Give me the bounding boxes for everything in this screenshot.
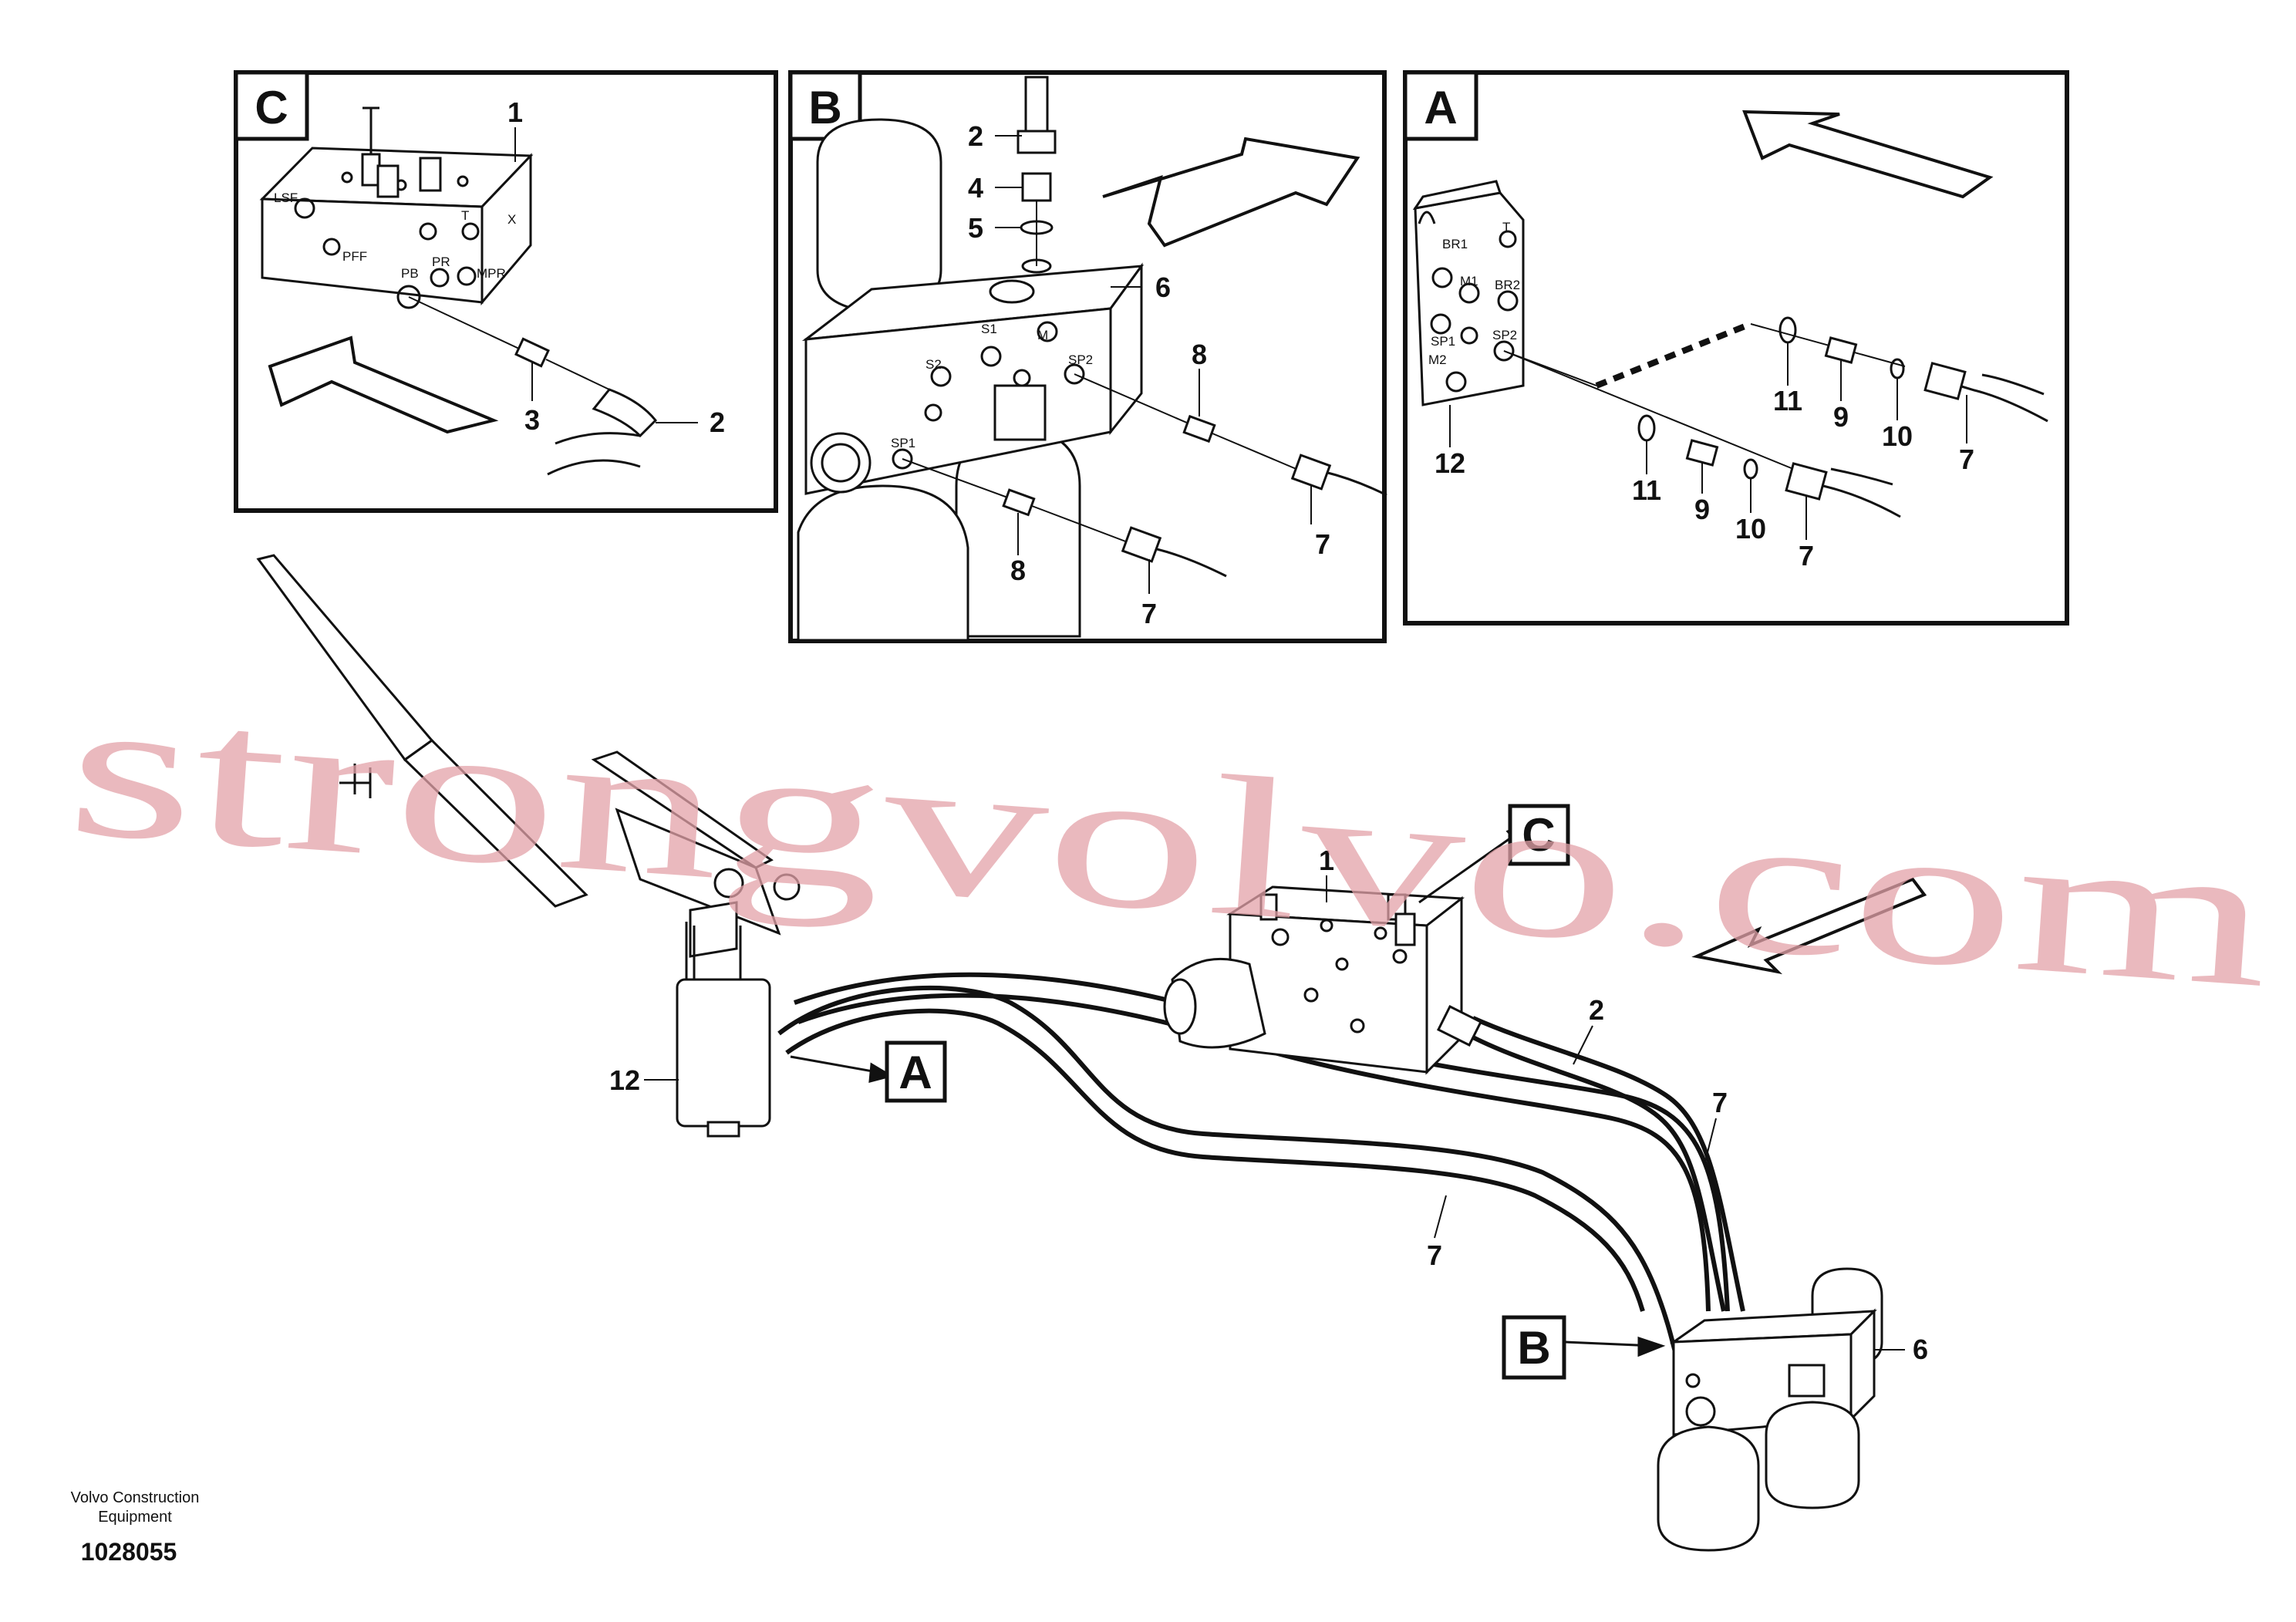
ref-box-c: C	[1508, 804, 1570, 866]
port-label-mpr: MPR	[477, 266, 506, 281]
callout-a-11-upper: 11	[1773, 385, 1802, 416]
ref-box-a: A	[885, 1040, 947, 1103]
panel-b-port-labels: S1 S2 M SP2 SP1	[891, 322, 1093, 450]
ref-box-b: B	[1502, 1315, 1566, 1380]
callout-b-4: 4	[968, 172, 983, 204]
callout-c-1: 1	[507, 96, 523, 128]
port-label-s2: S2	[925, 357, 942, 372]
callout-a-9-upper: 9	[1833, 401, 1849, 433]
accumulator-lower-left	[797, 484, 969, 642]
callout-a-12: 12	[1435, 447, 1465, 479]
port-label-sp2-a: SP2	[1492, 328, 1517, 342]
callout-b-8-lower: 8	[1010, 555, 1026, 586]
callout-b-2: 2	[968, 120, 983, 152]
hose-dashed-a	[1595, 321, 1752, 389]
accumulator-lower-left-main	[1657, 1425, 1760, 1552]
callout-c-3: 3	[524, 404, 540, 436]
callout-a-9-lower: 9	[1694, 494, 1710, 525]
port-label-sp2: SP2	[1068, 352, 1093, 367]
callout-b-8-upper: 8	[1192, 339, 1207, 370]
elbow-fitting-c	[592, 388, 658, 438]
port-label-x: X	[507, 212, 516, 227]
port-label-br1: BR1	[1442, 237, 1468, 251]
port-label-br2: BR2	[1495, 278, 1520, 292]
callout-b-7-lower: 7	[1141, 598, 1157, 629]
port-label-m: M	[1037, 328, 1048, 342]
callout-main-6: 6	[1913, 1334, 1928, 1365]
panel-b-frame	[788, 70, 1387, 643]
fitting-3-c	[514, 337, 550, 368]
port-label-t: T	[461, 208, 469, 223]
port-label-pr: PR	[432, 255, 450, 269]
accumulator-lower-right-main	[1765, 1401, 1860, 1509]
solenoid	[1171, 957, 1266, 1049]
panel-c-letter: C	[255, 82, 288, 133]
callout-b-5: 5	[968, 212, 983, 244]
main-assembly	[256, 554, 1927, 1552]
port-label-lsf: LSF	[274, 191, 298, 205]
callout-a-7-upper: 7	[1959, 443, 1974, 475]
port-label-pff: PFF	[342, 249, 367, 264]
port-label-m2: M2	[1428, 352, 1447, 367]
footer-drawing-number: 1028055	[81, 1538, 177, 1566]
ref-letter-b: B	[1517, 1322, 1550, 1374]
port-label-t-a: T	[1502, 220, 1510, 234]
callout-main-12: 12	[609, 1064, 640, 1096]
brake-valve-12	[676, 978, 771, 1128]
flow-arrow-b	[1102, 137, 1360, 248]
callout-a-11-lower: 11	[1632, 474, 1661, 506]
callout-a-10-lower: 10	[1735, 513, 1766, 545]
flow-arrow-main	[1691, 877, 1927, 975]
port-label-m1: M1	[1460, 274, 1478, 288]
ref-letter-c: C	[1522, 809, 1555, 861]
panel-a-port-labels: BR1 T M1 BR2 SP1 SP2 M2	[1428, 220, 1520, 367]
footer-company-line2: Equipment	[98, 1509, 172, 1526]
panel-a-letter: A	[1424, 82, 1457, 133]
panel-c-letter-box	[234, 70, 309, 141]
detail-panel-c	[234, 70, 778, 513]
flow-arrow-a	[1742, 110, 1994, 199]
panel-c-frame	[234, 70, 778, 513]
valve-block-c	[259, 106, 534, 309]
callout-main-7-center: 7	[1427, 1239, 1442, 1271]
pedal-right	[591, 750, 774, 869]
callout-main-2: 2	[1589, 994, 1604, 1026]
port-label-pb: PB	[401, 266, 419, 281]
detail-panel-b	[788, 70, 1387, 643]
watermark-text: strongvolvo.com	[62, 654, 2277, 1030]
callout-main-1: 1	[1319, 845, 1334, 876]
hose-2-c	[547, 432, 641, 476]
panel-a-frame	[1403, 70, 2069, 626]
detail-panel-a	[1403, 70, 2069, 626]
callout-c-2: 2	[710, 406, 725, 438]
panel-c-port-labels: LSF PFF T X PB PR MPR	[274, 191, 516, 281]
hose-2	[1472, 1016, 1745, 1312]
callout-main-7-right: 7	[1712, 1087, 1728, 1118]
port-label-sp1-a: SP1	[1431, 334, 1455, 349]
ref-letter-a: A	[899, 1047, 932, 1098]
panel-a-letter-box	[1403, 70, 1478, 141]
callout-b-6: 6	[1155, 271, 1171, 303]
flow-arrow-c	[268, 336, 499, 434]
footer-company-line1: Volvo Construction	[71, 1489, 200, 1506]
callout-b-7-right: 7	[1315, 528, 1330, 560]
panel-b-letter: B	[808, 82, 841, 133]
port-label-s1: S1	[981, 322, 997, 336]
hose-7-lower	[777, 986, 1698, 1377]
callout-a-10-upper: 10	[1882, 420, 1913, 452]
port-label-sp1: SP1	[891, 436, 915, 450]
callout-a-7-lower: 7	[1799, 540, 1814, 572]
accumulator-upper	[816, 118, 942, 314]
